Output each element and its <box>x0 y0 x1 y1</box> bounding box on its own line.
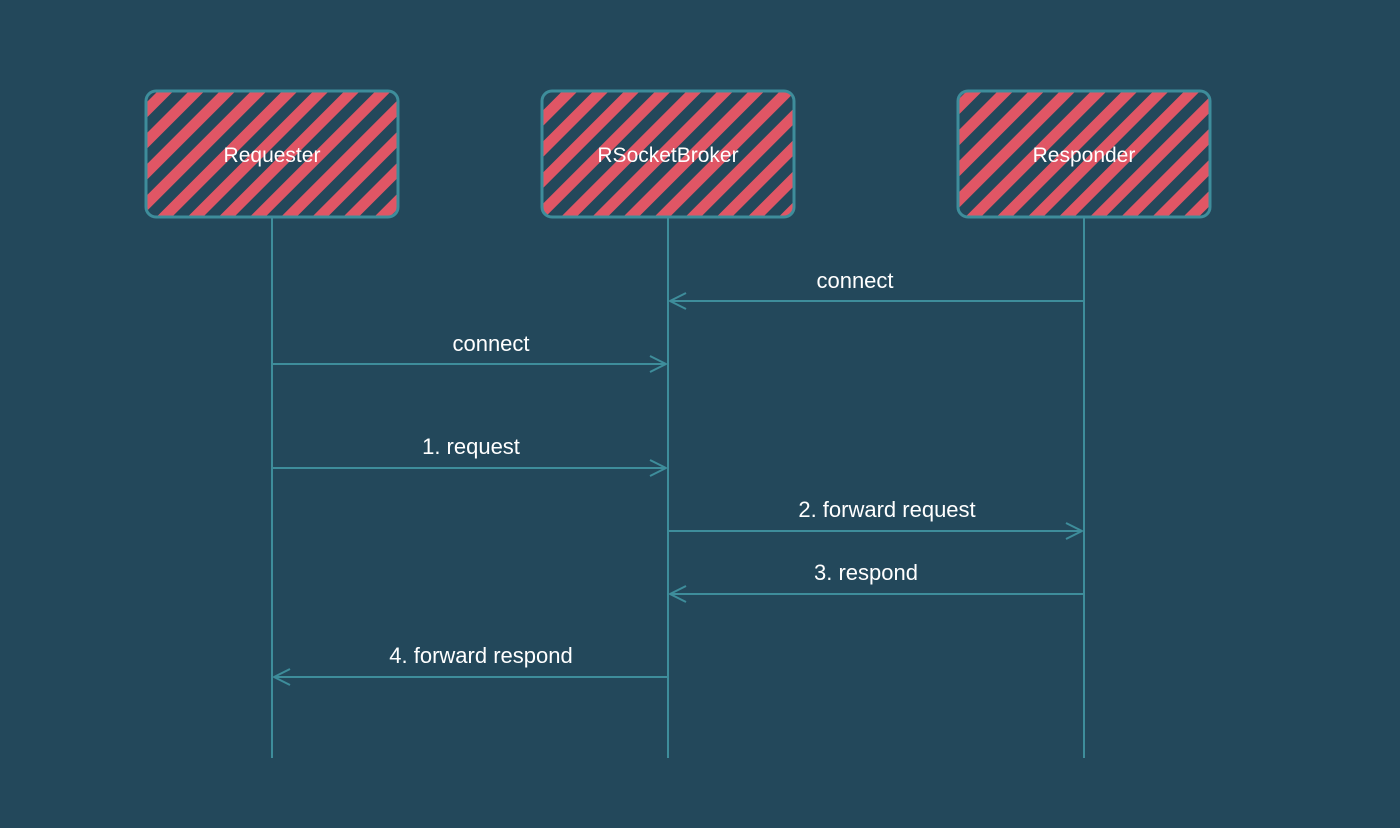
actor-responder: Responder <box>956 89 1212 219</box>
actor-requester: Requester <box>144 89 400 219</box>
arrow-right-icon <box>649 459 667 477</box>
message-respond: 3. respond <box>669 560 1084 603</box>
message-forward-request: 2. forward request <box>668 497 1083 540</box>
arrow-left-icon <box>273 668 291 686</box>
arrow-left-icon <box>669 585 687 603</box>
message-forward-respond: 4. forward respond <box>273 643 668 686</box>
message-request: 1. request <box>272 434 667 477</box>
message-label: 4. forward respond <box>389 643 572 668</box>
message-label: connect <box>816 268 893 293</box>
arrow-left-icon <box>669 292 687 310</box>
actor-label-broker: RSocketBroker <box>597 144 738 167</box>
arrow-right-icon <box>1065 522 1083 540</box>
actor-label-responder: Responder <box>1033 144 1136 167</box>
message-label: 1. request <box>422 434 520 459</box>
actor-label-requester: Requester <box>224 144 321 167</box>
message-label: 2. forward request <box>798 497 975 522</box>
actor-broker: RSocketBroker <box>540 89 796 219</box>
arrow-right-icon <box>649 355 667 373</box>
message-label: connect <box>452 331 529 356</box>
message-requester-connect: connect <box>272 331 667 373</box>
message-responder-connect: connect <box>669 268 1084 310</box>
message-label: 3. respond <box>814 560 918 585</box>
